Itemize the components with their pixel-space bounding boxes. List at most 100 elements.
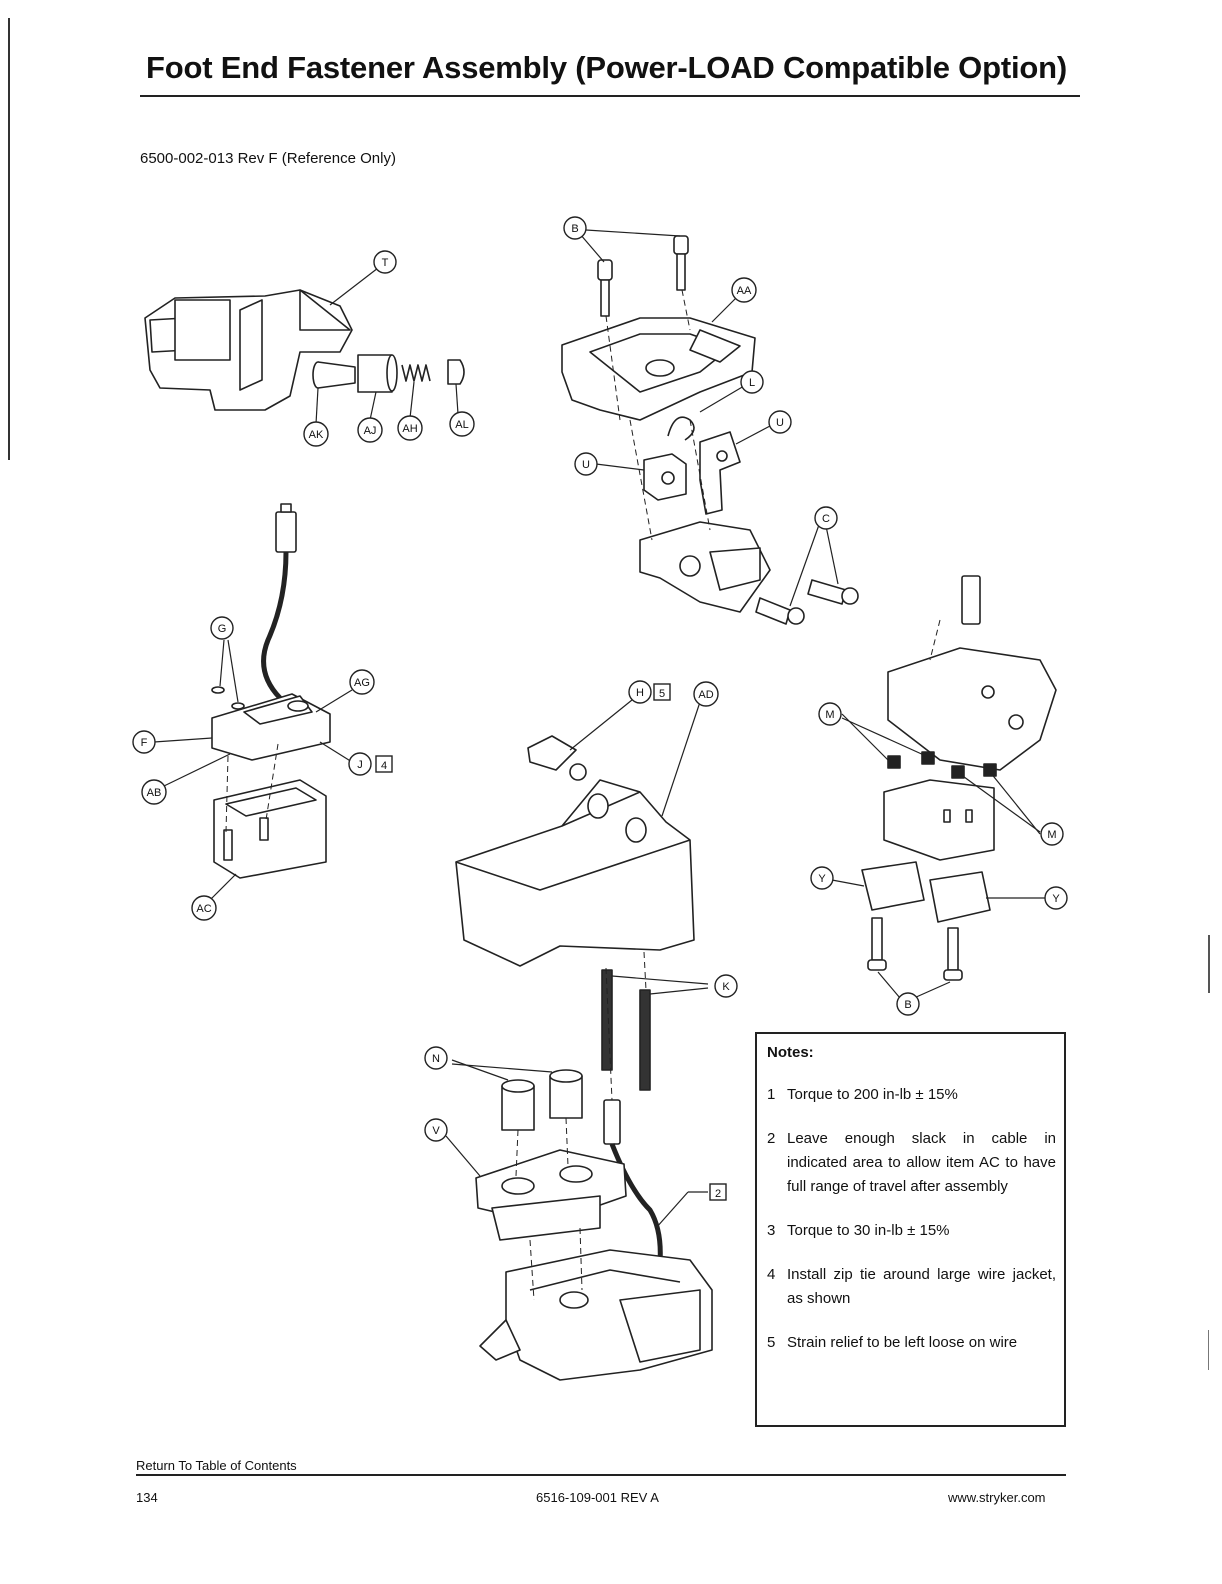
callout-j: J [348,752,372,776]
svg-text:T: T [382,257,389,269]
latch-lever-part [699,431,741,515]
bushing-part [357,354,398,393]
scan-margin-mark [1208,935,1210,993]
screw-part [597,235,689,317]
note-item: 3 Torque to 30 in-lb ± 15% [767,1219,1056,1243]
note-text: Install zip tie around large wire jacket… [787,1266,1056,1307]
connector-part [961,575,981,625]
svg-text:AK: AK [309,429,324,441]
callout-t: T [373,250,397,274]
cable-part [609,1143,663,1263]
svg-text:F: F [141,737,148,749]
leader-lines [153,229,1046,1229]
callout-c: C [814,506,838,530]
alignment-lines [225,289,941,1301]
svg-text:B: B [904,999,911,1011]
sleeve-part [501,1069,583,1131]
note-item: 2 Leave enough slack in cable in indicat… [767,1127,1056,1199]
callout-m: M [1040,822,1064,846]
switch-mount-part [211,693,331,761]
svg-text:AJ: AJ [364,425,377,437]
scan-margin-mark [8,18,10,460]
switch-box-part [213,779,327,879]
plunger-part [312,361,356,389]
svg-text:N: N [432,1053,440,1065]
note-flag-4: 4 [375,755,393,773]
note-number: 2 [767,1130,776,1147]
note-number: 1 [767,1086,776,1103]
callout-al: AL [449,411,475,437]
svg-text:J: J [357,759,363,771]
svg-text:U: U [776,417,784,429]
svg-text:AB: AB [147,787,162,799]
callout-b: B [896,992,920,1016]
notes-title: Notes: [767,1044,814,1061]
svg-text:V: V [432,1125,440,1137]
screw-part [867,917,963,981]
svg-text:2: 2 [715,1188,721,1200]
latch-body-part [887,647,1057,771]
note-flag-5: 5 [653,683,671,701]
svg-text:L: L [749,377,755,389]
svg-text:B: B [571,223,578,235]
callout-y: Y [810,866,834,890]
callout-ag: AG [349,669,375,695]
svg-text:Y: Y [818,873,826,885]
callout-ak: AK [303,421,329,447]
document-number: 6516-109-001 REV A [536,1490,659,1505]
guide-plate-part [475,1149,627,1241]
connector-part [603,1099,621,1145]
svg-text:U: U [582,459,590,471]
note-text: Leave enough slack in cable in indicated… [787,1130,1056,1195]
svg-text:AA: AA [737,285,752,297]
top-plate-part [561,317,756,421]
footer-divider [136,1474,1066,1476]
shoulder-bolt-part [755,579,859,625]
callout-ad: AD [693,681,719,707]
base-block-part [639,521,771,613]
connector-part [275,503,297,553]
svg-text:AC: AC [196,903,211,915]
website-url: www.stryker.com [948,1490,1046,1505]
svg-text:AL: AL [455,419,468,431]
washer-part [211,686,245,710]
latch-housing-part [144,289,353,411]
note-number: 4 [767,1266,776,1283]
note-flag-2: 2 [709,1183,727,1201]
document-reference: 6500-002-013 Rev F (Reference Only) [140,150,396,167]
cover-part [455,779,695,967]
note-text: Strain relief to be left loose on wire [787,1334,1018,1351]
callout-aj: AJ [357,417,383,443]
svg-text:Y: Y [1052,893,1060,905]
svg-text:5: 5 [659,688,665,700]
note-number: 5 [767,1334,776,1351]
callout-b: B [563,216,587,240]
spring-part [601,969,651,1091]
note-item: 1 Torque to 200 in-lb ± 15% [767,1083,1056,1107]
cap-part [447,359,465,385]
callout-m: M [818,702,842,726]
callout-y: Y [1044,886,1068,910]
callout-aa: AA [731,277,757,303]
callout-g: G [210,616,234,640]
note-item: 4 Install zip tie around large wire jack… [767,1263,1056,1311]
callout-l: L [740,370,764,394]
svg-text:AG: AG [354,677,370,689]
note-number: 3 [767,1222,776,1239]
callout-v: V [424,1118,448,1142]
callout-k: K [714,974,738,998]
callout-ah: AH [397,415,423,441]
table-of-contents-link[interactable]: Return To Table of Contents [136,1458,297,1473]
callout-ab: AB [141,779,167,805]
scan-margin-mark [1208,1330,1209,1370]
cam-block-part [643,453,687,501]
callout-n: N [424,1046,448,1070]
svg-text:AD: AD [698,689,713,701]
title-divider [140,95,1080,97]
spring-part [401,364,431,382]
svg-text:C: C [822,513,830,525]
strain-relief-part [527,735,587,781]
roller-part [861,861,991,923]
callout-h: H [628,680,652,704]
